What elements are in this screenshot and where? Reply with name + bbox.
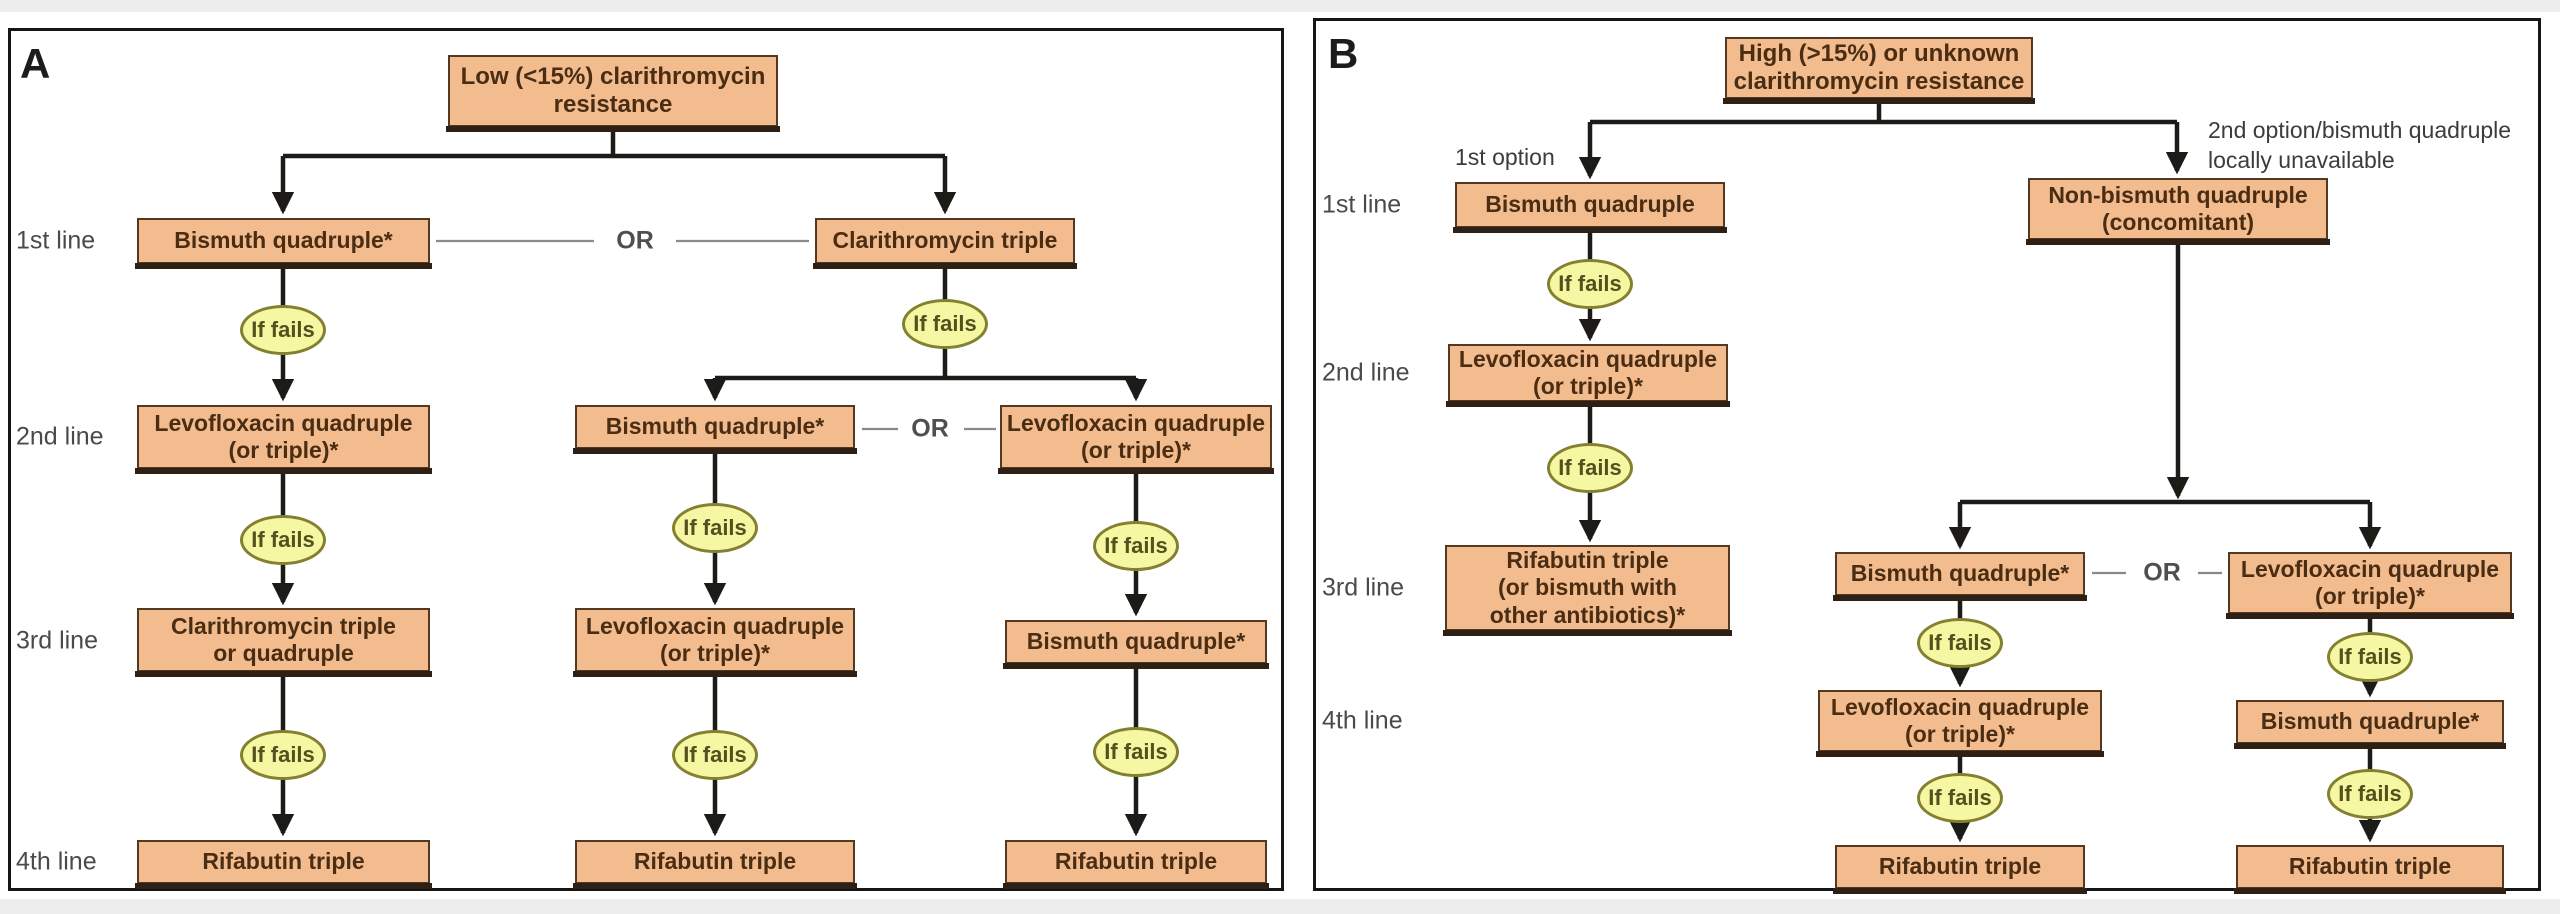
node-b-r5-rifabutin-left: Rifabutin triple [1833,845,2087,894]
if-fails-ellipse-b2-left: If fails [1547,443,1633,493]
node-a-r3-bismuth-quadruple: Bismuth quadruple* [1003,620,1269,669]
node-b-r1-bismuth-quadruple: Bismuth quadruple [1453,182,1727,233]
or-label-a-row1: OR [616,226,654,255]
node-b-r4-bismuth-quadruple: Bismuth quadruple* [2234,700,2506,749]
if-fails-ellipse-b3-subleft: If fails [1917,618,2003,668]
if-fails-ellipse-a3-right: If fails [1093,727,1179,777]
panel-a-border [8,28,1284,891]
line-label-a-4th: 4th line [16,847,97,876]
node-b-r3-rifabutin-or-bismuth: Rifabutin triple (or bismuth with other … [1443,545,1732,636]
if-fails-ellipse-a1-left: If fails [240,305,326,355]
if-fails-ellipse-a2-mid: If fails [672,503,758,553]
bottom-edge-strip [0,899,2560,914]
node-a-r2-bismuth-quadruple: Bismuth quadruple* [573,405,857,454]
node-b-title-high-resistance: High (>15%) or unknown clarithromycin re… [1723,37,2035,104]
panel-a-or-lines [436,239,996,431]
line-label-b-4th: 4th line [1322,706,1403,735]
node-a-r4-rifabutin-mid: Rifabutin triple [573,840,857,889]
or-label-b-row3: OR [2143,558,2181,587]
node-b-r1-non-bismuth-quadruple: Non-bismuth quadruple (concomitant) [2026,178,2330,245]
if-fails-ellipse-b1-left: If fails [1547,259,1633,309]
line-label-a-1st: 1st line [16,226,96,255]
node-b-r3-bismuth-quadruple: Bismuth quadruple* [1833,552,2087,601]
if-fails-ellipse-a2-left: If fails [240,515,326,565]
if-fails-ellipse-b4-subright: If fails [2327,769,2413,819]
panel-a-letter: A [20,40,51,87]
node-a-r3-levofloxacin: Levofloxacin quadruple (or triple)* [573,608,857,677]
top-edge-strip [0,0,2560,12]
node-a-r2-levofloxacin-right: Levofloxacin quadruple (or triple)* [998,405,1274,474]
node-a-r3-clarithromycin-triple-or-quadruple: Clarithromycin triple or quadruple [135,608,432,677]
if-fails-ellipse-b4-subleft: If fails [1917,773,2003,823]
if-fails-ellipse-b3-subright: If fails [2327,632,2413,682]
panel-b-letter: B [1328,30,1359,77]
line-label-a-2nd: 2nd line [16,422,104,451]
line-label-a-3rd: 3rd line [16,626,98,655]
node-a-r4-rifabutin-right: Rifabutin triple [1003,840,1269,889]
node-a-r1-bismuth-quadruple: Bismuth quadruple* [135,218,432,269]
node-a-r1-clarithromycin-triple: Clarithromycin triple [813,218,1077,269]
node-b-r5-rifabutin-right: Rifabutin triple [2234,845,2506,894]
node-b-r4-levofloxacin: Levofloxacin quadruple (or triple)* [1816,690,2104,757]
line-label-b-3rd: 3rd line [1322,573,1404,602]
node-b-r3-levofloxacin-right: Levofloxacin quadruple (or triple)* [2226,552,2514,619]
node-a-title-low-resistance: Low (<15%) clarithromycin resistance [446,55,780,132]
or-label-a-row2: OR [911,414,949,443]
first-option-label: 1st option [1455,144,1555,170]
if-fails-ellipse-a3-left: If fails [240,730,326,780]
line-label-b-1st: 1st line [1322,190,1402,219]
node-a-r4-rifabutin-left: Rifabutin triple [135,840,432,889]
second-option-note: 2nd option/bismuth quadruple locally una… [2208,117,2512,173]
node-a-r2-levofloxacin: Levofloxacin quadruple (or triple)* [135,405,432,474]
line-label-b-2nd: 2nd line [1322,358,1410,387]
if-fails-ellipse-a1-right: If fails [902,299,988,349]
if-fails-ellipse-a3-mid: If fails [672,730,758,780]
node-b-r2-levofloxacin: Levofloxacin quadruple (or triple)* [1446,344,1730,407]
if-fails-ellipse-a2-right: If fails [1093,521,1179,571]
